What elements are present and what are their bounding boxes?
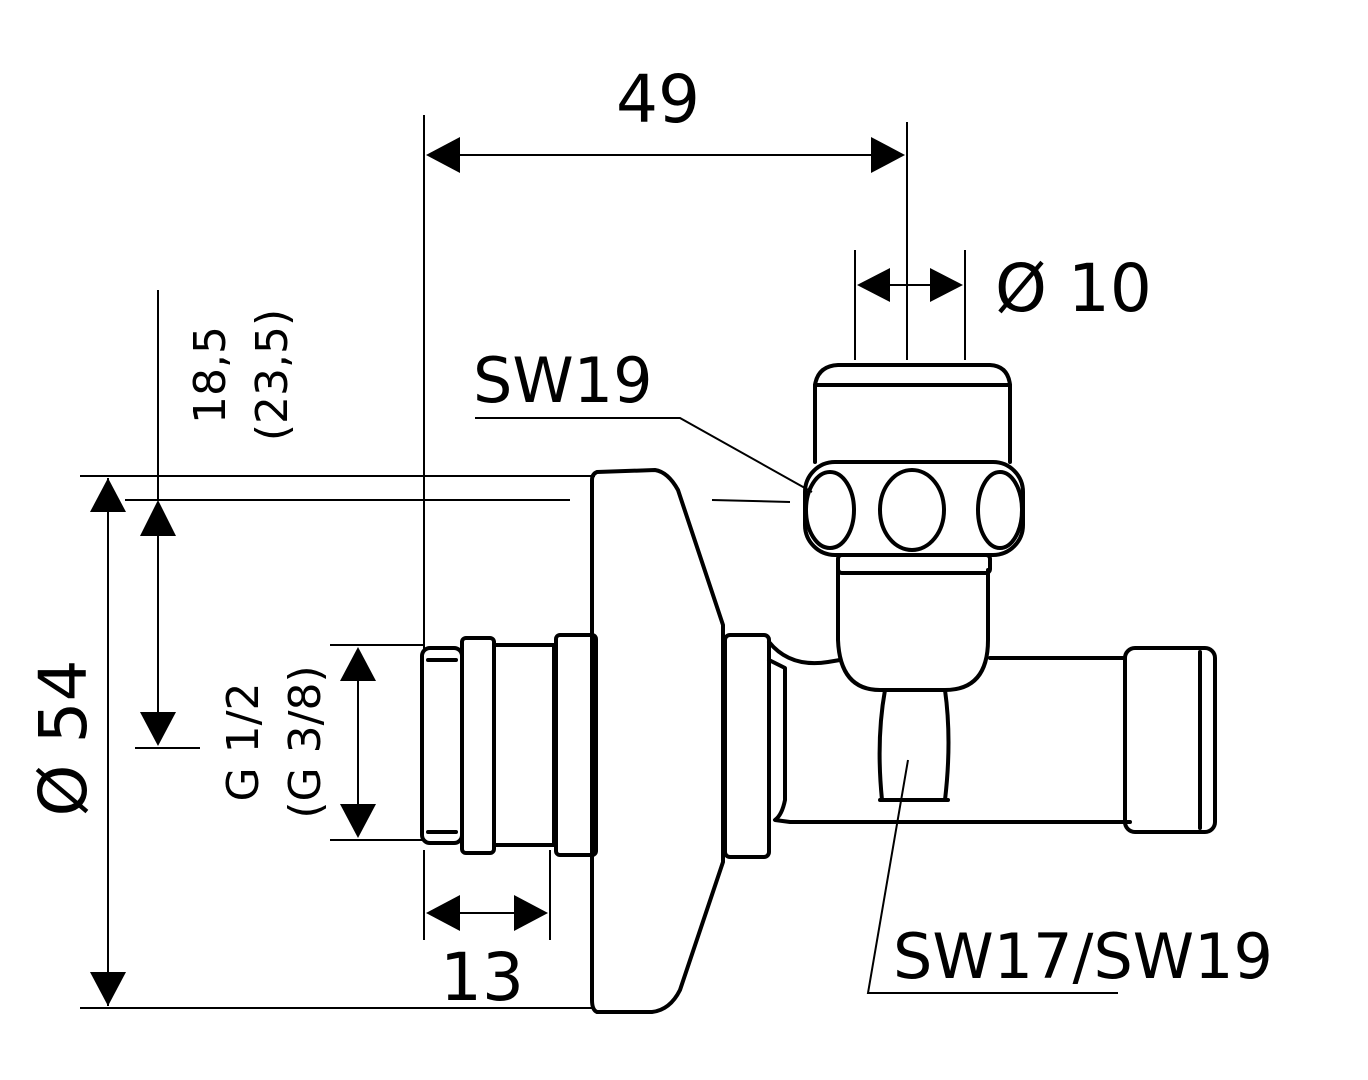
hex-size-sw17-sw19-callout: SW17/SW19 xyxy=(866,759,1273,994)
hex-size-sw19-label: SW19 xyxy=(473,344,653,417)
dimension-18-5-label: 18,5 xyxy=(185,326,236,424)
hex-flat-right xyxy=(976,470,1024,550)
dimension-18-5: 18,5 (23,5) xyxy=(135,290,298,749)
dimension-diameter-10-label: Ø 10 xyxy=(995,250,1152,327)
dimension-23-5-label: (23,5) xyxy=(247,309,298,441)
thread-g-3-8-label: (G 3/8) xyxy=(280,665,331,818)
reference-lines xyxy=(80,475,791,1009)
hex-flat-center xyxy=(878,468,946,552)
hex-size-sw17-sw19-label: SW17/SW19 xyxy=(893,920,1273,993)
arrow-right-49 xyxy=(871,137,905,173)
thread-g-1-2-label: G 1/2 xyxy=(218,683,269,802)
dimension-diameter-10: Ø 10 xyxy=(854,250,1152,360)
hex-size-sw19-callout: SW19 xyxy=(473,344,813,493)
dimension-diameter-54: Ø 54 xyxy=(25,478,126,1006)
dimension-diameter-54-label: Ø 54 xyxy=(25,660,102,817)
hex-flat-left xyxy=(804,470,856,550)
dimension-thread: G 1/2 (G 3/8) xyxy=(218,644,424,841)
arrow-left-49 xyxy=(426,137,460,173)
dimension-49: 49 xyxy=(423,61,908,650)
dimension-49-label: 49 xyxy=(616,61,700,138)
dimension-13: 13 xyxy=(423,850,551,1016)
dimension-13-label: 13 xyxy=(440,939,524,1016)
valve-body xyxy=(420,363,1217,1014)
